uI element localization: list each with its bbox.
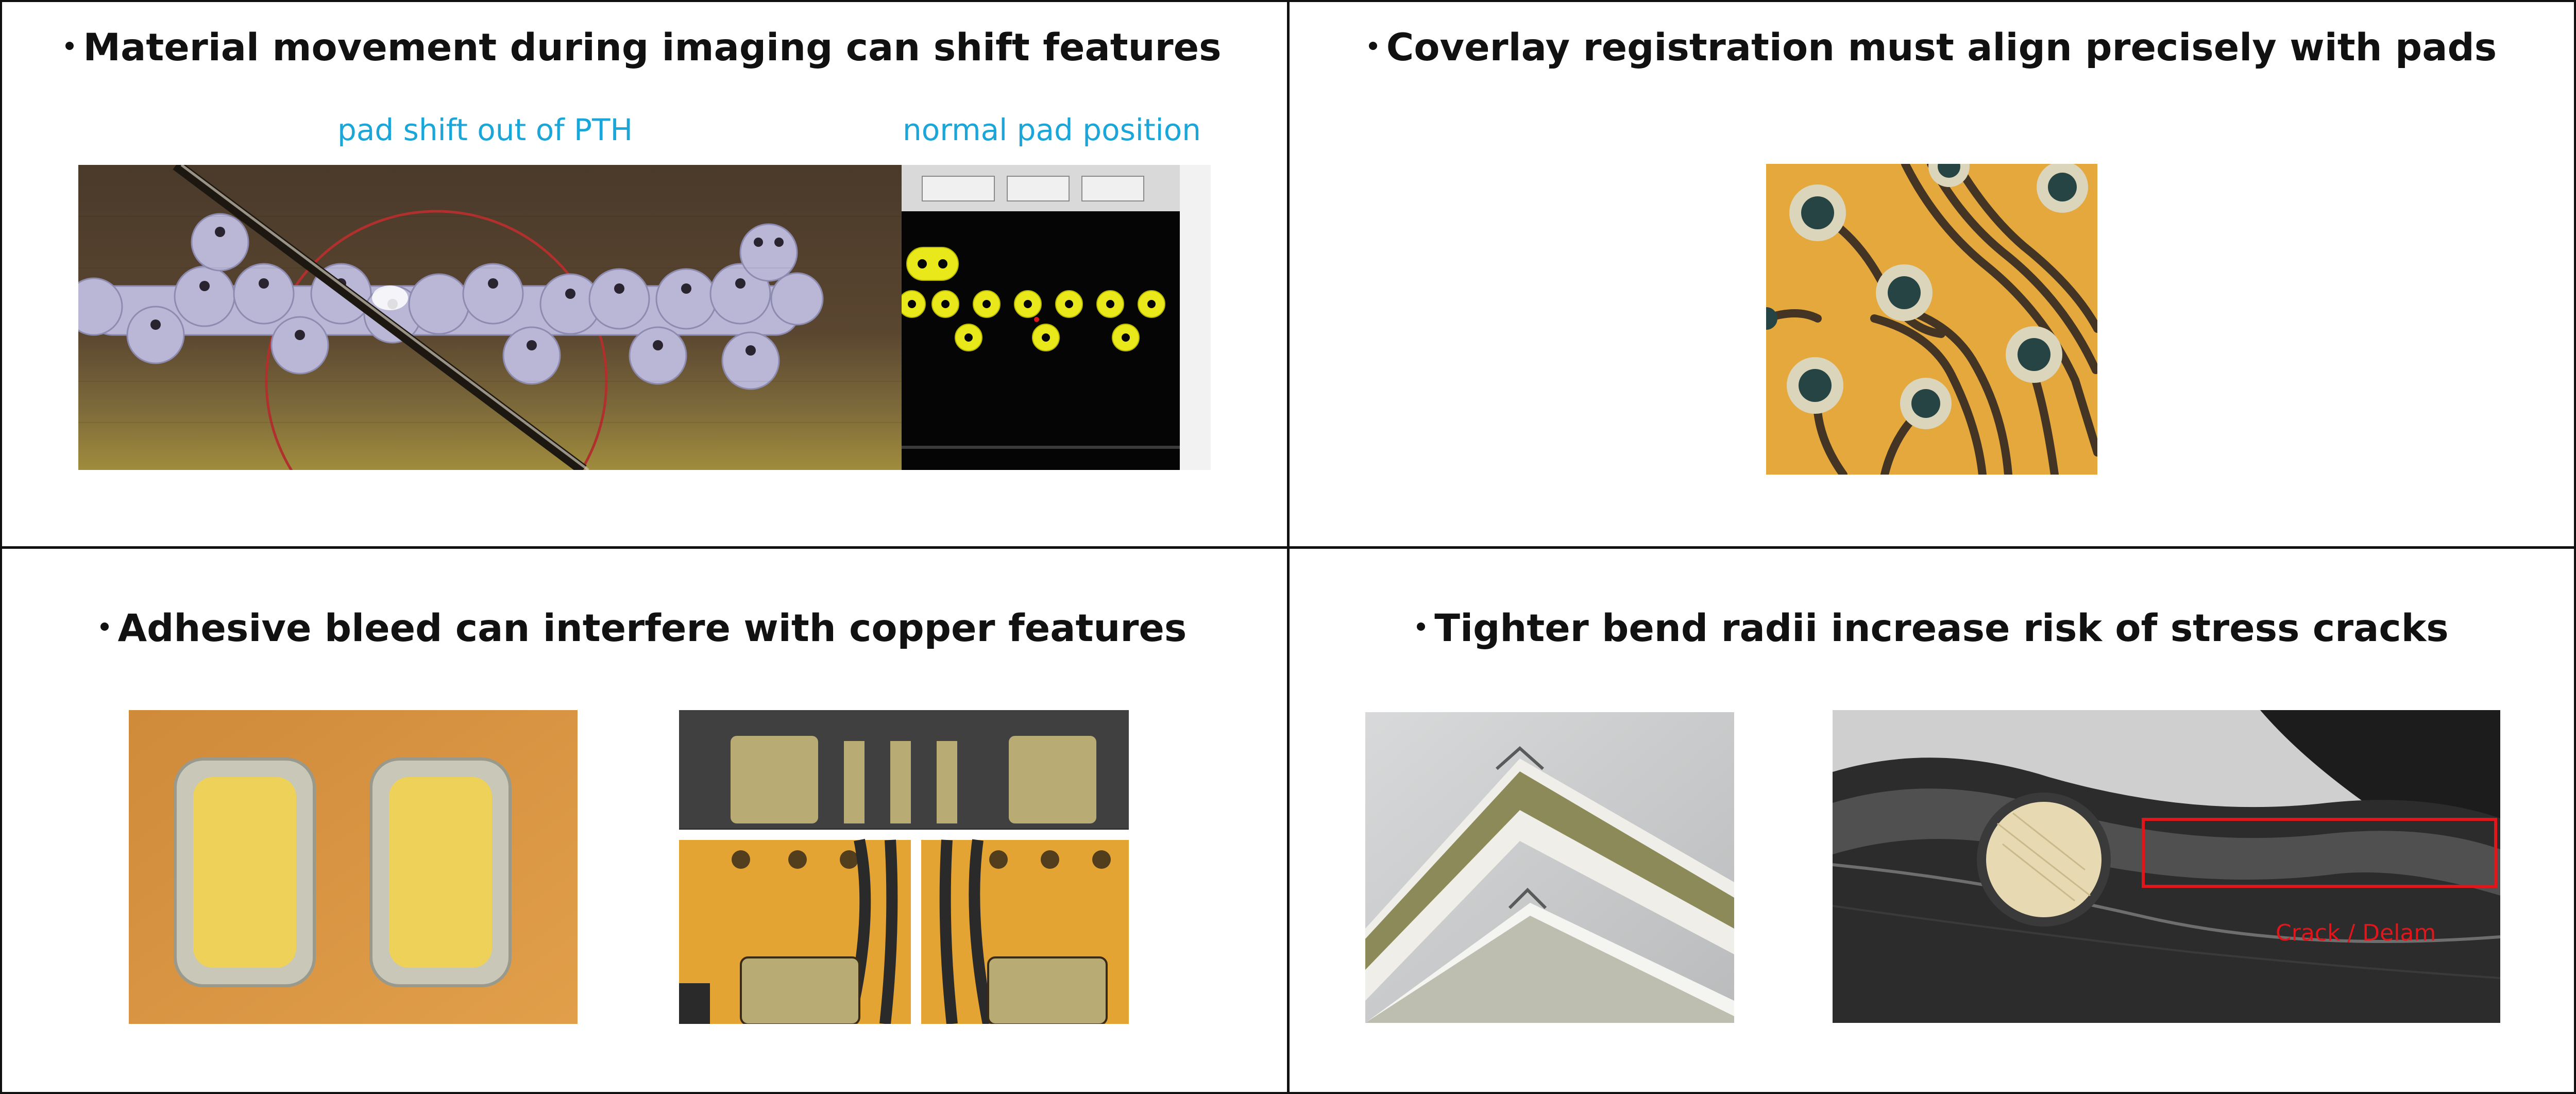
frame-top (0, 0, 2576, 2)
crack-annotation: Crack / Delam (2276, 920, 2436, 946)
frame-left (0, 0, 2, 1094)
panel-coverlay-registration: Coverlay registration must align precise… (1290, 0, 2576, 546)
bullet-icon (1368, 41, 1377, 50)
bullet-icon (100, 622, 109, 631)
bullet-icon (65, 41, 74, 50)
frame-right (2574, 0, 2576, 1094)
panel-title: Adhesive bleed can interfere with copper… (0, 607, 1287, 650)
panel-adhesive-bleed: Adhesive bleed can interfere with copper… (0, 549, 1287, 1092)
normal-pad-photo (902, 165, 1211, 470)
pad-shift-photo (78, 165, 902, 470)
panel-imaging-shift: Material movement during imaging can shi… (0, 0, 1287, 546)
copper-fingers-photo (679, 710, 1129, 1024)
panel-bend-radii: Tighter bend radii increase risk of stre… (1290, 549, 2576, 1092)
caption-pad-shift: pad shift out of PTH (337, 112, 633, 147)
panel-title: Coverlay registration must align precise… (1290, 26, 2576, 70)
bend-photo (1365, 712, 1734, 1023)
cross-section-photo: Crack / Delam (1833, 710, 2500, 1023)
panel-title: Material movement during imaging can shi… (0, 26, 1287, 70)
caption-normal-pad: normal pad position (903, 112, 1201, 147)
coverlay-photo (1766, 164, 2097, 475)
adhesive-pads-photo (129, 710, 578, 1024)
grid-horizontal-divider (0, 546, 2576, 549)
bullet-icon (1417, 622, 1426, 631)
frame-bottom (0, 1092, 2576, 1094)
panel-title: Tighter bend radii increase risk of stre… (1290, 607, 2576, 650)
